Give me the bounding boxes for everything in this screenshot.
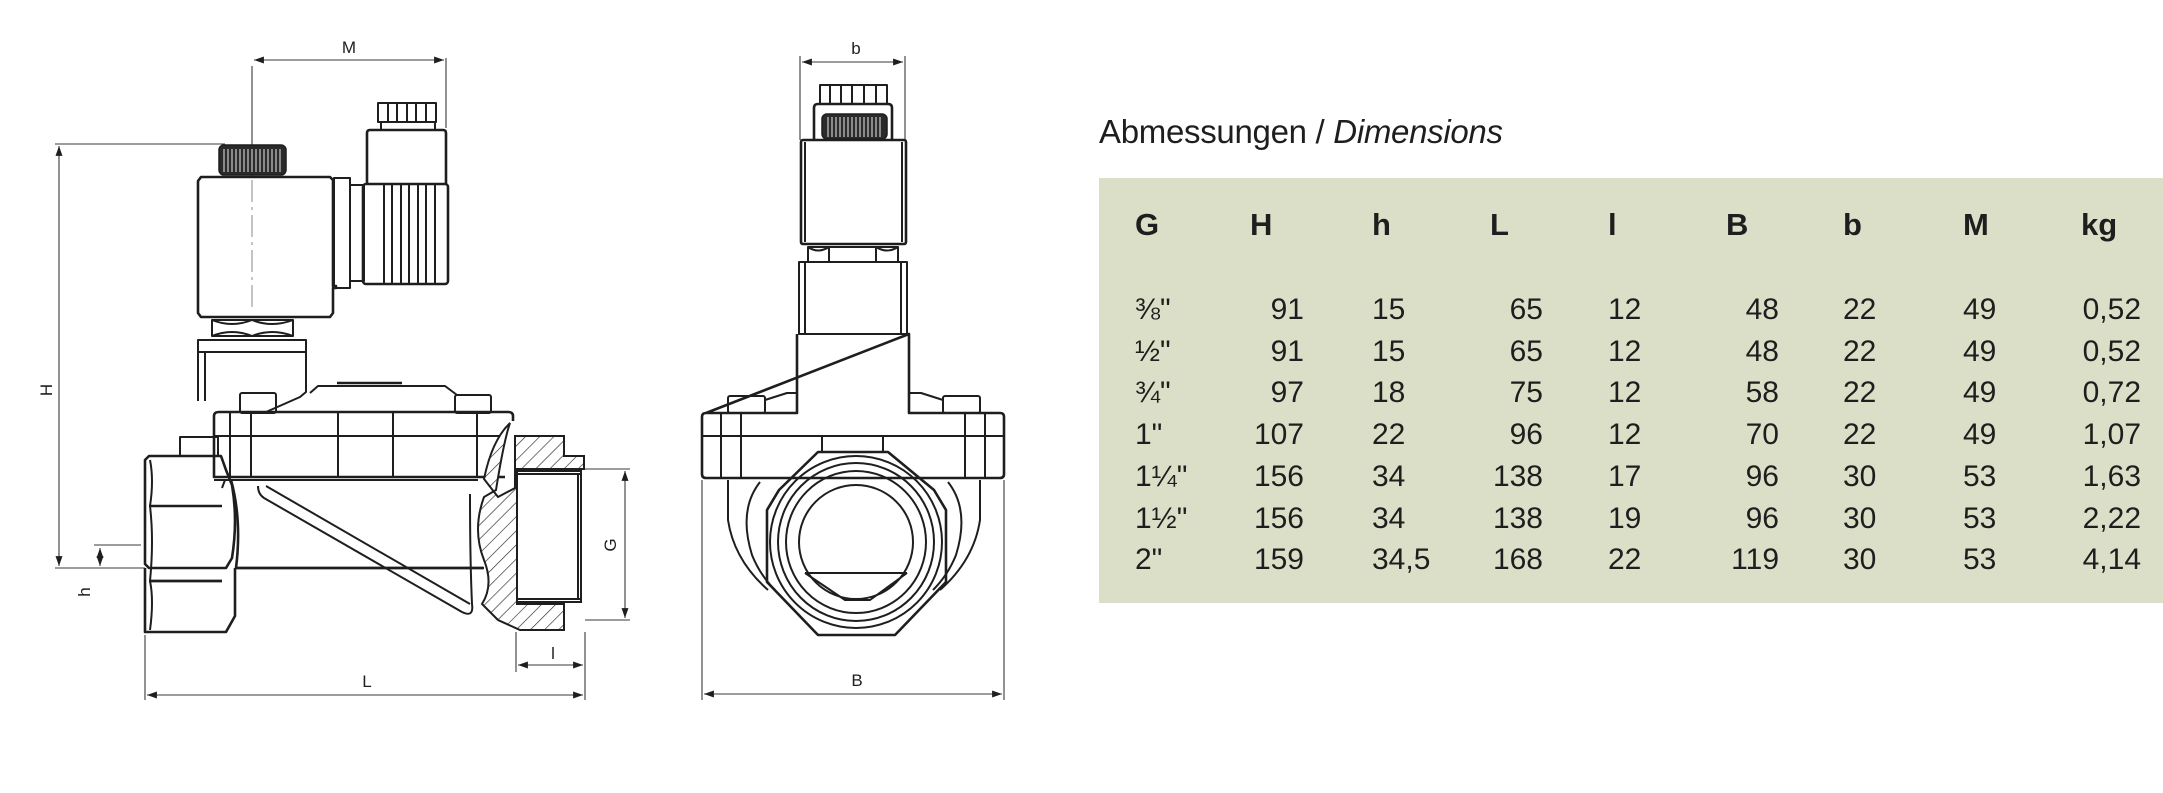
table-cell: 0,52: [2082, 293, 2141, 326]
table-cell: 1,63: [2082, 459, 2141, 493]
table-cell: 97: [1270, 376, 1304, 410]
table-cell: 22: [1843, 418, 1877, 452]
table-cell: 30: [1843, 501, 1877, 535]
table-cell: 34: [1372, 459, 1406, 493]
table-cell: 4,14: [2082, 543, 2141, 577]
table-cell: 58: [1745, 376, 1779, 410]
table-cell: 49: [1963, 334, 1997, 368]
table-cell: 49: [1963, 418, 1997, 452]
table-cell: 65: [1509, 293, 1543, 326]
table-cell: 2": [1135, 543, 1163, 577]
table-cell: 18: [1372, 376, 1406, 410]
column-header: G: [1135, 207, 1160, 242]
table-cell: 138: [1492, 501, 1543, 535]
table-cell: 30: [1843, 543, 1877, 577]
table-cell: 15: [1372, 293, 1406, 326]
table-cell: 91: [1270, 334, 1304, 368]
side-view: M H h: [37, 38, 630, 700]
title-english: Dimensions: [1333, 113, 1503, 150]
dimension-G: G: [585, 468, 630, 621]
column-header: l: [1608, 207, 1617, 242]
table-cell: 22: [1843, 293, 1877, 326]
valve-technical-drawing: M H h: [0, 0, 1060, 793]
column-header: L: [1490, 207, 1509, 242]
section-title: Abmessungen / Dimensions: [1099, 113, 1503, 151]
dimension-H: H: [37, 143, 225, 569]
table-cell: 48: [1745, 293, 1779, 326]
table-cell: 17: [1608, 459, 1642, 493]
table-cell: 53: [1963, 501, 1997, 535]
table-cell: 91: [1270, 293, 1304, 326]
column-header: M: [1963, 207, 1989, 242]
table-cell: 1": [1135, 418, 1163, 452]
table-cell: 156: [1253, 459, 1304, 493]
label-h: h: [75, 587, 94, 596]
table-cell: 96: [1745, 459, 1779, 493]
table-cell: 12: [1608, 418, 1642, 452]
dimension-h: h: [75, 544, 141, 597]
dimension-L: L: [144, 635, 583, 700]
label-G: G: [601, 538, 620, 551]
table-cell: 159: [1253, 543, 1304, 577]
table-cell: 75: [1509, 376, 1543, 410]
table-cell: 138: [1492, 459, 1543, 493]
label-b: b: [851, 39, 860, 58]
table-cell: 19: [1608, 501, 1642, 535]
title-german: Abmessungen: [1099, 113, 1307, 150]
table-cell: 119: [1731, 543, 1779, 577]
column-header: h: [1372, 207, 1391, 242]
table-cell: 0,52: [2082, 334, 2141, 368]
table-cell: 168: [1492, 543, 1543, 577]
column-header: B: [1726, 207, 1749, 242]
table-cell: 0,72: [2082, 376, 2141, 410]
table-cell: 1¼": [1135, 459, 1188, 493]
dimension-b: b: [799, 39, 906, 140]
dimension-l: l: [515, 632, 586, 700]
table-cell: 49: [1963, 376, 1997, 410]
column-header: b: [1843, 207, 1862, 242]
table-cell: 12: [1608, 334, 1642, 368]
table-cell: 107: [1253, 418, 1304, 452]
table-cell: 70: [1745, 418, 1779, 452]
front-view: b: [700, 39, 1006, 700]
label-B: B: [851, 671, 862, 690]
table-cell: 22: [1843, 334, 1877, 368]
table-cell: 53: [1963, 543, 1997, 577]
label-l: l: [551, 644, 555, 663]
table-cell: ¾": [1135, 376, 1171, 410]
table-cell: 156: [1253, 501, 1304, 535]
table-cell: 34: [1372, 501, 1406, 535]
table-cell: 15: [1372, 334, 1406, 368]
table-cell: 22: [1608, 543, 1642, 577]
table-cell: 2,22: [2082, 501, 2141, 535]
table-cell: ½": [1135, 334, 1171, 368]
table-cell: 12: [1608, 376, 1642, 410]
label-H: H: [37, 384, 56, 396]
table-cell: 1,07: [2082, 418, 2141, 452]
label-L: L: [362, 672, 371, 691]
table-cell: ⅜": [1135, 293, 1171, 326]
column-header: kg: [2081, 207, 2118, 242]
table-cell: 48: [1745, 334, 1779, 368]
table-cell: 22: [1843, 376, 1877, 410]
table-cell: 49: [1963, 293, 1997, 326]
table-cell: 22: [1372, 418, 1406, 452]
title-separator: /: [1306, 113, 1334, 150]
table-cell: 96: [1745, 501, 1779, 535]
table-cell: 30: [1843, 459, 1877, 493]
table-cell: 65: [1509, 334, 1543, 368]
table-cell: 53: [1963, 459, 1997, 493]
label-M: M: [342, 38, 356, 57]
table-cell: 34,5: [1372, 543, 1431, 577]
table-cell: 12: [1608, 293, 1642, 326]
dimension-B: B: [701, 480, 1005, 700]
column-header: H: [1250, 207, 1273, 242]
table-cell: 96: [1509, 418, 1543, 452]
table-cell: 1½": [1135, 501, 1188, 535]
